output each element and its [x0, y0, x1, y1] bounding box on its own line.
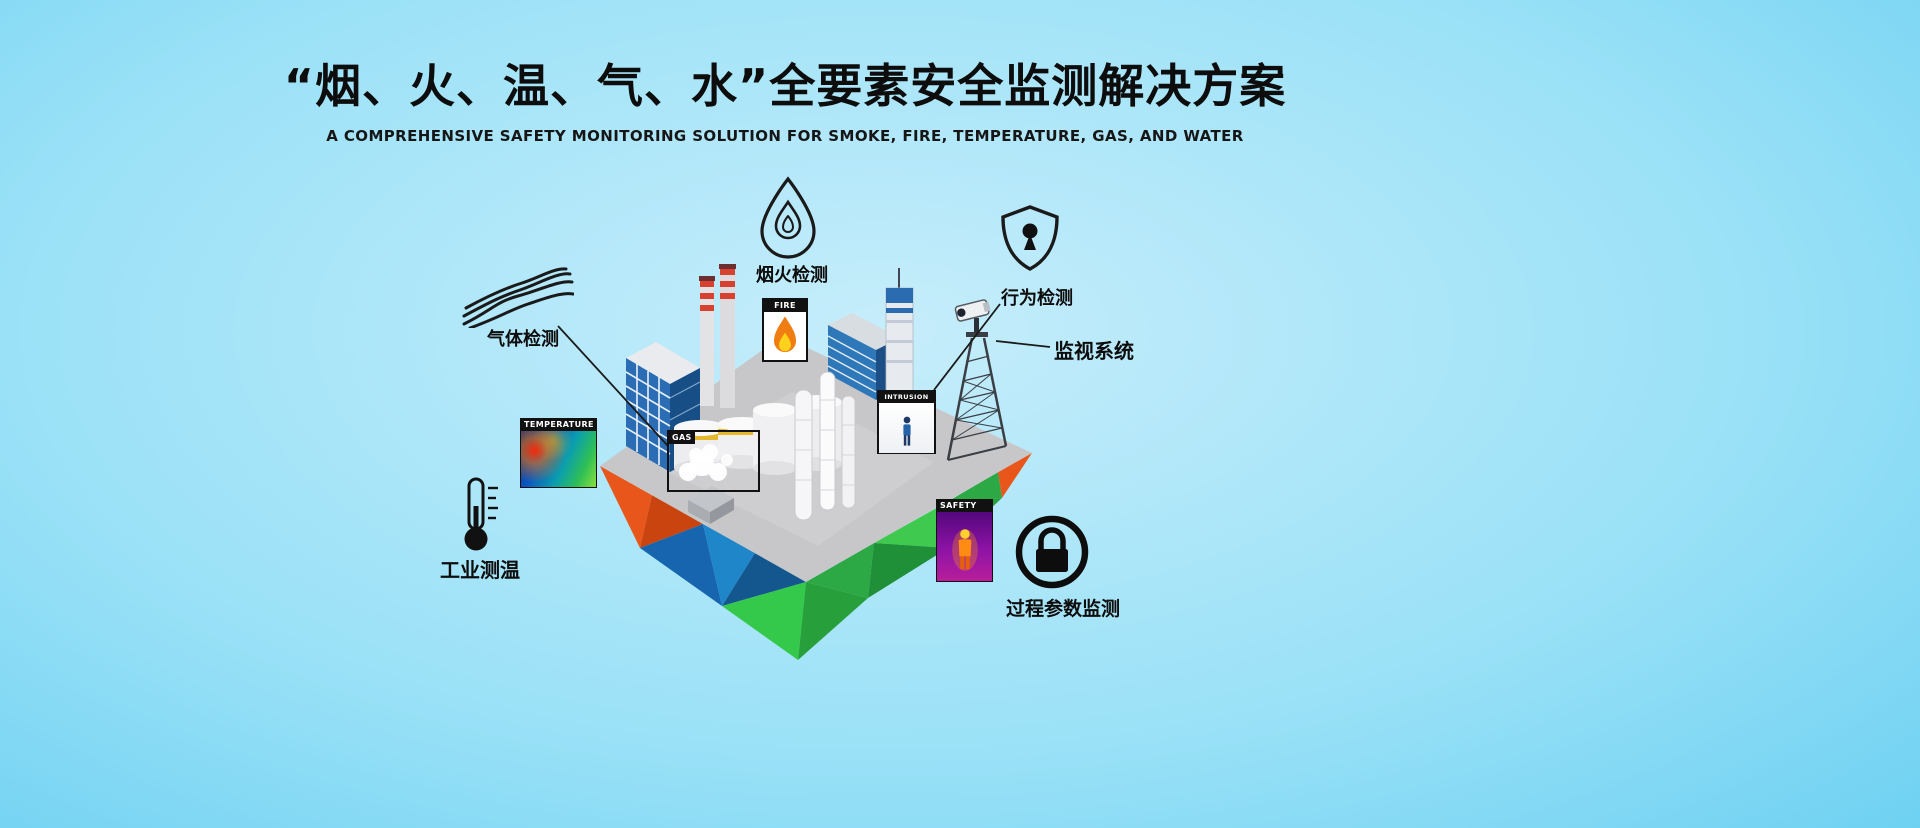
flame-icon: [774, 316, 796, 353]
smoke-waves-icon: [462, 266, 575, 332]
fire-tag: FIRE: [764, 300, 806, 312]
safety-tag: SAFETY: [937, 500, 992, 512]
fire-image: [764, 312, 806, 360]
safety-photo: SAFETY: [936, 499, 993, 582]
industrial-thermometry-label: 工业测温: [440, 558, 520, 582]
fire-photo: FIRE: [762, 298, 808, 362]
page-title: “烟、火、温、气、水”全要素安全监测解决方案: [283, 59, 1287, 113]
gas-tag: GAS: [669, 432, 695, 444]
behavior-detection-label: 行为检测: [1001, 288, 1073, 309]
temperature-tag: TEMPERATURE: [521, 419, 596, 431]
intrusion-image: [879, 402, 934, 453]
callout-lines: [557, 303, 1051, 447]
gas-photo: GAS: [667, 430, 760, 492]
foreground-crates: [688, 486, 734, 524]
thermal-person-icon: [951, 529, 978, 571]
process-parameters-label: 过程参数监测: [1006, 598, 1121, 620]
chimneys: [699, 264, 736, 408]
gas-detection-label: 气体检测: [487, 329, 559, 350]
shield-keyhole-icon: [998, 204, 1062, 276]
person-icon: [902, 416, 911, 446]
intrusion-tag: INTRUSION: [879, 392, 934, 403]
thermometer-icon: [452, 476, 510, 556]
intrusion-photo: INTRUSION: [877, 390, 936, 454]
safety-thermal-image: [937, 512, 992, 581]
temperature-thermal-image: [521, 431, 596, 487]
distillation-columns: [794, 371, 856, 521]
flame-droplet-icon: [752, 176, 824, 264]
camera-lattice-tower: [946, 337, 1008, 461]
process-tower: [885, 268, 914, 399]
temperature-photo: TEMPERATURE: [520, 418, 597, 488]
surveillance-system-label: 监视系统: [1054, 339, 1134, 363]
page-subtitle: A COMPREHENSIVE SAFETY MONITORING SOLUTI…: [326, 127, 1244, 145]
cctv-camera: [954, 299, 991, 337]
padlock-circle-icon: [1012, 512, 1092, 596]
smoke-puffs: [679, 444, 733, 481]
smoke-fire-detection-label: 烟火检测: [756, 265, 828, 286]
